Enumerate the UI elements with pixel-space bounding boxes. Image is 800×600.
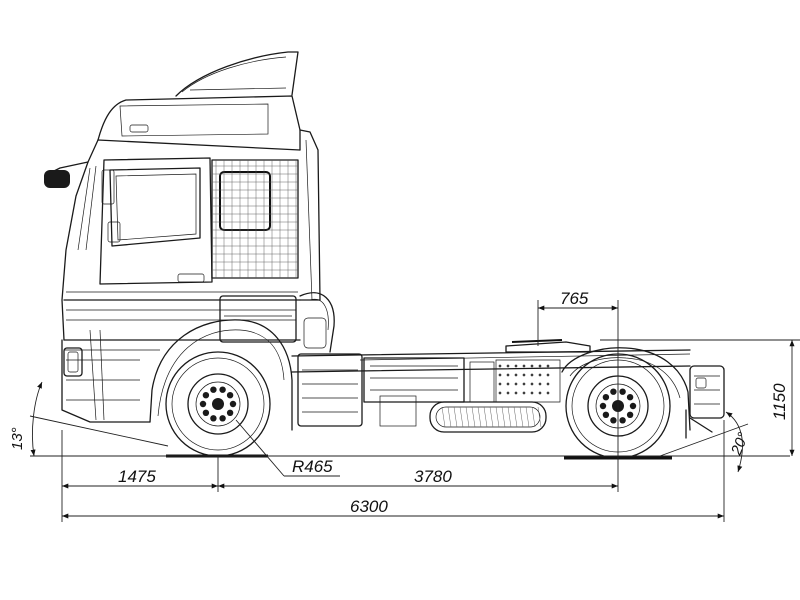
approach-angle-label: 13° — [9, 427, 26, 450]
fifth-wheel-offset-label: 765 — [560, 289, 589, 308]
wheelbase-label: 3780 — [414, 467, 452, 486]
front-wheel — [165, 351, 271, 457]
cab — [44, 51, 321, 431]
departure-angle-label: 20° — [728, 430, 753, 458]
front-overhang-label: 1475 — [118, 467, 156, 486]
chassis — [291, 292, 725, 439]
dimension-lines — [29, 300, 800, 522]
overall-length-label: 6300 — [350, 497, 388, 516]
fifth-wheel-height-label: 1150 — [770, 383, 789, 420]
wheel-radius-label: R465 — [292, 457, 333, 476]
